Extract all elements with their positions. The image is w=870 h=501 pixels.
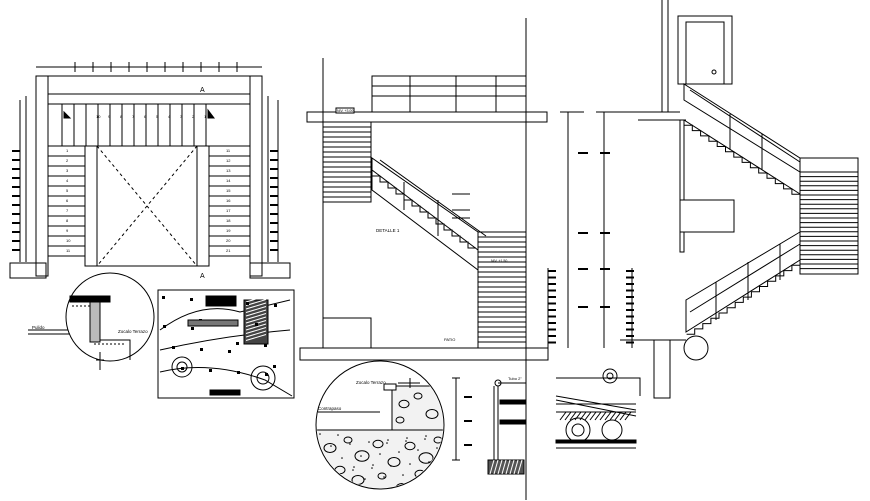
section-mark-bottom: A [200, 273, 205, 280]
step-number-top: 7 [132, 114, 135, 119]
detail-circle-bottom: Zocalo Terrazo Contrapaso [315, 360, 445, 490]
dimension-column [547, 111, 634, 348]
step-number-left: 8 [66, 218, 69, 223]
step-number-left: 1 [66, 148, 69, 153]
step-number-left: 4 [66, 178, 69, 183]
step-number-right: 17 [226, 208, 231, 213]
step-number-top: 1 [204, 114, 207, 119]
detail-label: DETALLE 1 [376, 228, 400, 233]
step-number-left: 5 [66, 188, 69, 193]
step-number-right: 11 [226, 148, 231, 153]
stair-plan-view: A A 123456789101111121314151617181920211… [9, 62, 291, 280]
floor-label: PATIO [444, 337, 455, 342]
site-plan-fragment [157, 289, 295, 399]
label-pipe: Tubo 2" [508, 376, 522, 381]
label-tread: Zocalo Terrazo [356, 380, 386, 385]
step-number-right: 14 [226, 178, 231, 183]
step-number-left: 9 [66, 228, 69, 233]
step-number-top: 8 [120, 114, 123, 119]
step-number-right: 20 [226, 238, 231, 243]
step-number-right: 16 [226, 198, 231, 203]
step-number-top: 5 [156, 114, 159, 119]
step-number-right: 18 [226, 218, 231, 223]
step-number-top: 4 [168, 114, 171, 119]
step-number-left: 7 [66, 208, 69, 213]
railing-detail: Tubo 2" [452, 376, 527, 475]
step-number-right: 13 [226, 168, 231, 173]
slab-fragment-detail [555, 368, 641, 449]
step-number-top: 3 [180, 114, 183, 119]
label-finish: Pulido [32, 325, 45, 330]
step-number-left: 2 [66, 158, 69, 163]
step-number-top: 9 [108, 114, 111, 119]
step-number-left: 11 [66, 248, 71, 253]
stair-section-view: NIV. +3.00 NIV. +1.50 DETALLE 1 PATIO [299, 18, 549, 500]
step-number-left: 10 [66, 238, 71, 243]
step-number-left: 6 [66, 198, 69, 203]
step-number-right: 15 [226, 188, 231, 193]
stair-elevation-view [620, 0, 859, 399]
level-tag-mid: NIV. +1.50 [491, 259, 507, 263]
step-number-right: 12 [226, 158, 231, 163]
label-tile: Zocalo Terrazo [118, 329, 148, 334]
label-base: Contrapaso [318, 406, 342, 411]
level-tag-top: NIV. +3.00 [337, 109, 353, 113]
step-number-top: 10 [96, 114, 101, 119]
section-mark-top: A [200, 87, 205, 94]
step-number-top: 2 [192, 114, 195, 119]
step-number-right: 21 [226, 248, 231, 253]
step-number-right: 19 [226, 228, 231, 233]
step-number-top: 6 [144, 114, 147, 119]
step-number-left: 3 [66, 168, 69, 173]
detail-circle-left: Pulido Zocalo Terrazo [28, 272, 155, 370]
